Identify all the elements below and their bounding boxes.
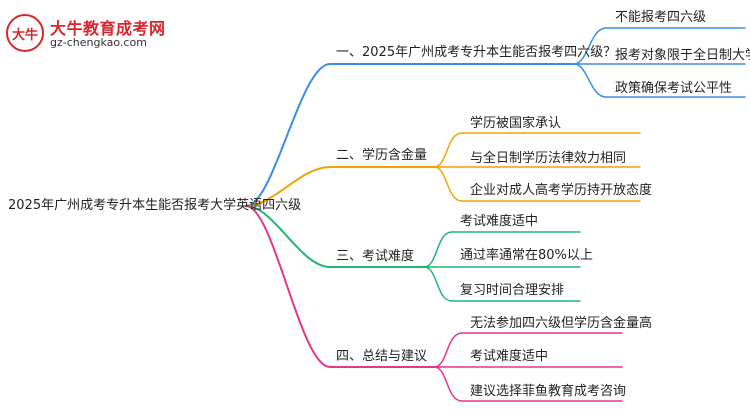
branch-4-topic: 四、总结与建议 xyxy=(336,349,428,364)
branch-2-item-1: 学历被国家承认 xyxy=(470,116,562,131)
branch-2-link xyxy=(245,166,331,207)
branch-4-item-1: 无法参加四六级但学历含金量高 xyxy=(470,316,653,331)
branch-2-item-2: 与全日制学历法律效力相同 xyxy=(470,151,627,166)
branch-4-item-2: 考试难度适中 xyxy=(470,349,549,364)
branch-3-link xyxy=(245,205,331,268)
branch-2-child-3-link xyxy=(433,166,463,202)
logo-url: gz-chengkao.com xyxy=(50,36,147,49)
branch-3-item-3: 复习时间合理安排 xyxy=(460,283,565,298)
branch-4-child-3-link xyxy=(433,366,463,402)
branch-3-child-3-link xyxy=(423,266,453,302)
branch-3-topic: 三、考试难度 xyxy=(336,249,415,264)
branch-4-child-1-link xyxy=(433,332,463,368)
site-logo[interactable]: 大牛 大牛教育成考网 gz-chengkao.com xyxy=(6,14,196,54)
branch-3-item-2: 通过率通常在80%以上 xyxy=(460,248,593,263)
branch-3-child-1-link xyxy=(423,231,453,268)
branch-1-child-3-link xyxy=(573,63,607,98)
branch-3-item-1: 考试难度适中 xyxy=(460,214,539,229)
branch-1-link xyxy=(245,63,331,207)
branch-4-item-3: 建议选择菲鱼教育成考咨询 xyxy=(470,384,627,399)
logo-title: 大牛教育成考网 xyxy=(50,19,166,38)
logo-badge-icon: 大牛 xyxy=(6,14,44,52)
branch-1-item-1: 不能报考四六级 xyxy=(615,10,707,25)
branch-1-item-2: 报考对象限于全日制大学生 xyxy=(615,48,750,63)
branch-2-child-1-link xyxy=(433,132,463,168)
branch-1-item-3: 政策确保考试公平性 xyxy=(615,81,733,96)
branch-1-topic: 一、2025年广州成考专升本生能否报考四六级？ xyxy=(336,45,617,60)
branch-2-item-3: 企业对成人高考学历持开放态度 xyxy=(470,183,653,198)
root-topic: 2025年广州成考专升本生能否报考大学英语四六级 xyxy=(8,198,302,213)
branch-2-topic: 二、学历含金量 xyxy=(336,148,428,163)
branch-1-child-1-link xyxy=(573,27,607,65)
branch-4-link xyxy=(245,205,331,368)
